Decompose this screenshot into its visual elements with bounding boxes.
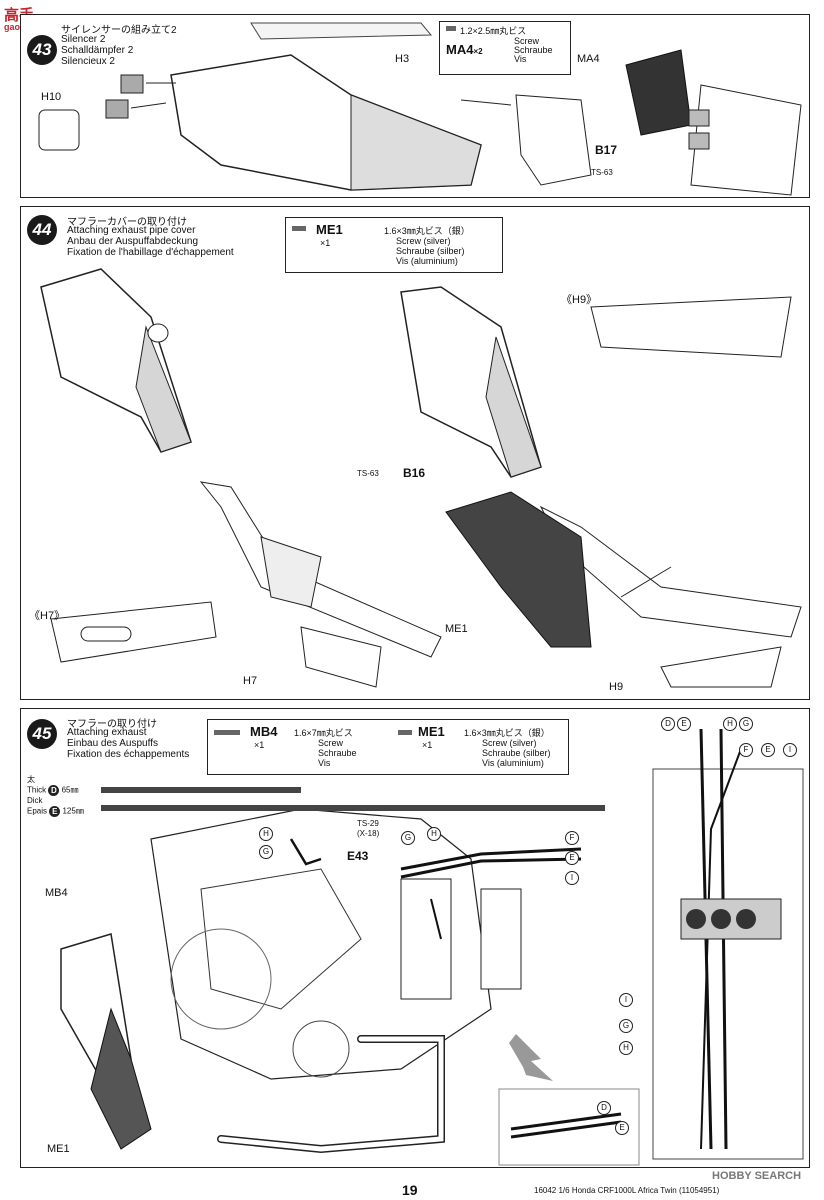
parts-desc-mb4: Screw Schraube Vis — [318, 738, 357, 768]
step-44-parts-box: ME1 ×1 1.6×3㎜丸ビス（銀） Screw (silver) Schra… — [285, 217, 503, 273]
step-45-number: 45 — [27, 719, 57, 749]
step-43-title: Silencer 2 Schalldämpfer 2 Silencieux 2 — [61, 34, 133, 67]
label-b16: B16 — [403, 466, 426, 480]
legend-d-row: Thick D 65㎜ — [27, 785, 79, 796]
label-h7-bracket: 《H7》 — [29, 610, 66, 622]
label-b17: B17 — [595, 143, 618, 157]
parts-qty-me1: ×1 — [422, 740, 433, 750]
wire-marker: E — [677, 717, 691, 731]
step-44-illustration — [40, 268, 802, 688]
step-45-illustration — [60, 728, 804, 1166]
step-45-panel: 45 マフラーの取り付け Attaching exhaust Einbau de… — [20, 708, 810, 1168]
wire-marker: G — [259, 845, 273, 859]
wire-e-length-bar — [101, 805, 605, 811]
watermark: HOBBY SEARCH — [712, 1170, 802, 1182]
wire-marker: F — [739, 743, 753, 757]
step-44-title-en: Attaching exhaust pipe cover — [67, 225, 196, 236]
parts-size: 1.6×3㎜丸ビス（銀） — [384, 226, 470, 236]
wire-marker: I — [565, 871, 579, 885]
screw-icon — [446, 26, 456, 31]
wire-marker: G — [401, 831, 415, 845]
wire-marker: H — [259, 827, 273, 841]
step-43-title-fr: Silencieux 2 — [61, 56, 115, 67]
wire-marker: G — [619, 1019, 633, 1033]
parts-size-me1: 1.6×3㎜丸ビス（銀） — [464, 728, 550, 738]
wire-marker: D — [661, 717, 675, 731]
wire-marker: I — [783, 743, 797, 757]
screw-icon — [398, 730, 412, 735]
step-45-title-jp: マフラーの取り付け — [67, 719, 157, 730]
parts-code-mb4: MB4 — [250, 724, 278, 739]
label-h7: H7 — [243, 675, 258, 687]
label-ts29: TS-29 — [357, 819, 379, 828]
wire-marker: D — [597, 1101, 611, 1115]
label-h3: H3 — [395, 53, 410, 65]
step-43-parts-box: 1.2×2.5㎜丸ビス MA4×2 Screw Schraube Vis — [439, 21, 571, 75]
step-44-title-fr: Fixation de l'habillage d'échappement — [67, 247, 234, 258]
step-43-illustration — [38, 22, 802, 196]
step-43-number: 43 — [27, 35, 57, 65]
page-number: 19 — [402, 1182, 418, 1198]
label-e43: E43 — [347, 849, 369, 863]
wire-legend: 太 Thick D 65㎜ Dick Epais E 125㎜ — [27, 775, 84, 817]
wire-marker: E — [761, 743, 775, 757]
parts-code-me1: ME1 — [418, 724, 445, 739]
wire-marker: E — [565, 851, 579, 865]
wire-marker: H — [619, 1041, 633, 1055]
label-ts63: TS-63 — [357, 469, 379, 478]
label-h10: H10 — [41, 91, 62, 103]
step-44-title: Attaching exhaust pipe cover Anbau der A… — [67, 225, 234, 258]
step-44-title-de: Anbau der Auspuffabdeckung — [67, 236, 199, 247]
wire-d-length-bar — [101, 787, 301, 793]
label-x18: (X-18) — [357, 829, 380, 838]
screw-icon — [292, 226, 306, 231]
parts-desc: Screw Schraube Vis — [514, 36, 553, 64]
wire-marker: H — [427, 827, 441, 841]
label-me1: ME1 — [445, 623, 468, 635]
wire-marker: E — [615, 1121, 629, 1135]
wire-marker: G — [739, 717, 753, 731]
step-44-panel: 44 マフラーカバーの取り付け Attaching exhaust pipe c… — [20, 206, 810, 700]
step-43-title-de: Schalldämpfer 2 — [61, 45, 134, 56]
step-43-title-jp: サイレンサーの組み立て2 — [61, 25, 177, 36]
step-45-title-de: Einbau des Auspuffs — [67, 738, 158, 749]
parts-desc-me1: Screw (silver) Schraube (silber) Vis (al… — [482, 738, 551, 768]
parts-size: 1.2×2.5㎜丸ビス — [460, 26, 527, 36]
legend-thick-jp: 太 — [27, 775, 35, 784]
wire-marker: H — [723, 717, 737, 731]
step-45-title-en: Attaching exhaust — [67, 727, 147, 738]
label-me1: ME1 — [47, 1143, 70, 1155]
parts-code: ME1 — [316, 222, 343, 237]
long-screw-icon — [214, 730, 240, 735]
wire-marker: I — [619, 993, 633, 1007]
step-45-parts-box: MB4 ×1 1.6×7㎜丸ビス Screw Schraube Vis ME1 … — [207, 719, 569, 775]
label-h9: H9 — [609, 681, 624, 693]
step-45-title: Attaching exhaust Einbau des Auspuffs Fi… — [67, 727, 189, 760]
label-h9-bracket: 《H9》 — [561, 294, 598, 306]
parts-qty: ×1 — [320, 238, 331, 248]
label-mb4: MB4 — [45, 887, 68, 899]
parts-qty-mb4: ×1 — [254, 740, 265, 750]
footer-model: 16042 1/6 Honda CRF1000L Africa Twin (11… — [534, 1186, 720, 1195]
parts-size-mb4: 1.6×7㎜丸ビス — [294, 728, 353, 738]
step-43-panel: 43 サイレンサーの組み立て2 Silencer 2 Schalldämpfer… — [20, 14, 810, 198]
step-44-number: 44 — [27, 215, 57, 245]
label-ma4: MA4 — [577, 53, 600, 65]
legend-e-row: Epais E 125㎜ — [27, 806, 84, 817]
step-44-title-jp: マフラーカバーの取り付け — [67, 217, 187, 228]
parts-desc: Screw (silver) Schraube (silber) Vis (al… — [396, 236, 465, 266]
parts-code: MA4×2 — [446, 42, 483, 57]
label-ts63: TS-63 — [591, 168, 613, 177]
wire-marker: F — [565, 831, 579, 845]
legend-de: Dick — [27, 796, 43, 805]
step-45-title-fr: Fixation des échappements — [67, 749, 190, 760]
step-43-title-en: Silencer 2 — [61, 34, 106, 45]
